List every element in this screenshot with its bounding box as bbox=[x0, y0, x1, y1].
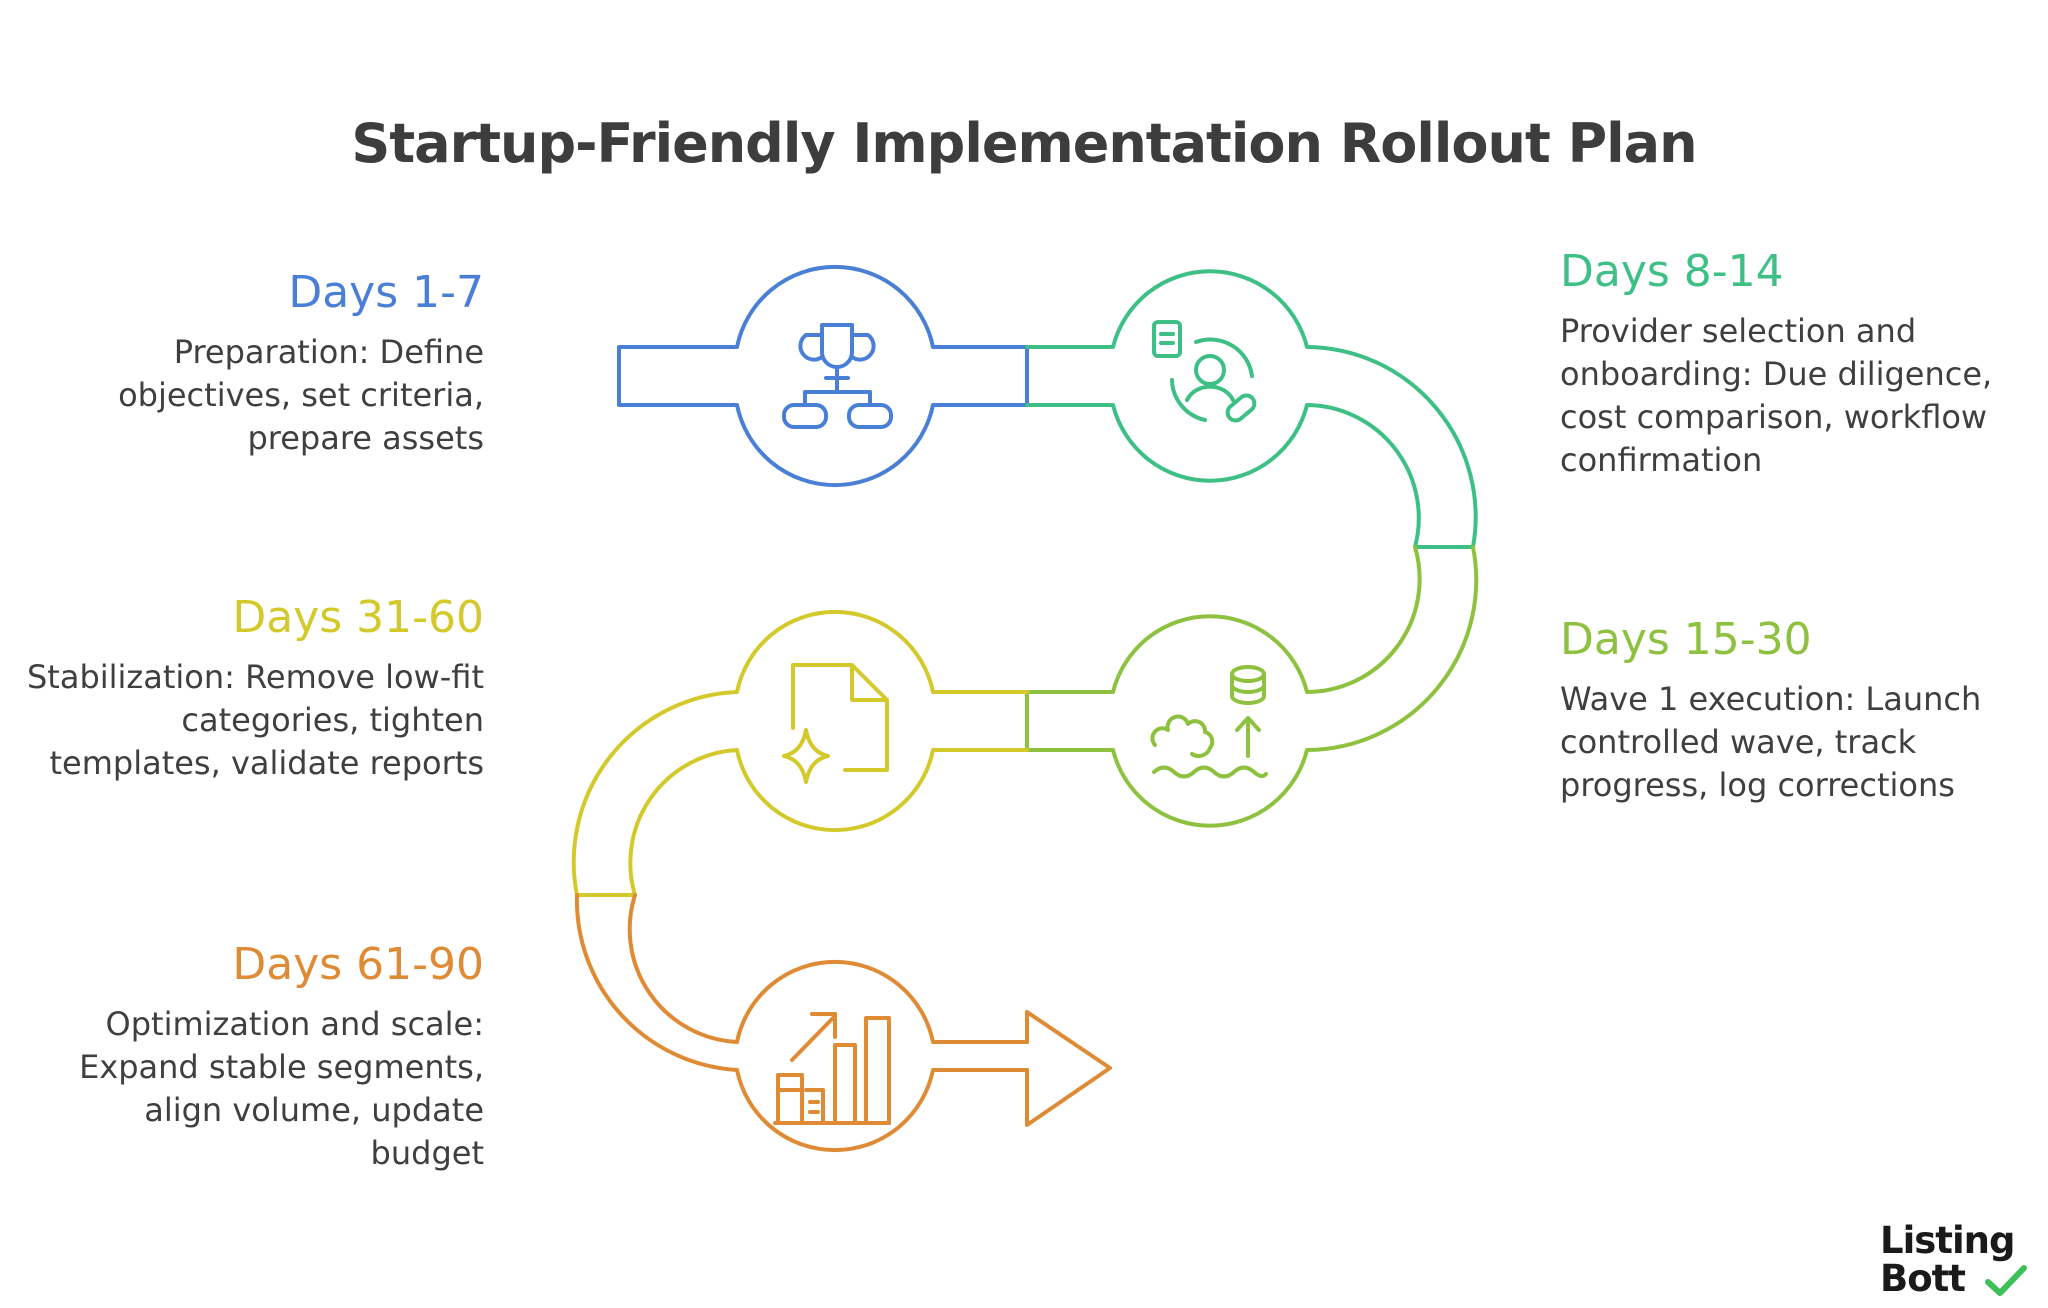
page-title: Startup-Friendly Implementation Rollout … bbox=[351, 112, 1697, 175]
step-description: Provider selection and onboarding: Due d… bbox=[1560, 312, 1993, 479]
user-document-icon bbox=[1152, 320, 1257, 423]
step-days-1-7: Days 1-7 Preparation: Define objectives,… bbox=[24, 265, 484, 460]
step-heading: Days 8-14 bbox=[1560, 246, 1784, 297]
growth-chart-icon bbox=[773, 1012, 891, 1125]
step-heading: Days 15-30 bbox=[1560, 614, 1812, 665]
step-heading: Days 1-7 bbox=[288, 267, 484, 318]
step-days-61-90: Days 61-90 Optimization and scale: Expan… bbox=[24, 937, 484, 1175]
step-days-31-60: Days 31-60 Stabilization: Remove low-fit… bbox=[24, 590, 484, 785]
logo-line-2: Bott bbox=[1880, 1257, 1966, 1300]
step-days-15-30: Days 15-30 Wave 1 execution: Launch cont… bbox=[1560, 612, 2030, 807]
wave-database-icon bbox=[1150, 665, 1268, 779]
path-segment-2 bbox=[1025, 269, 1478, 549]
document-sparkle-icon bbox=[782, 663, 889, 784]
step-heading: Days 61-90 bbox=[232, 939, 484, 990]
step-description: Optimization and scale: Expand stable se… bbox=[79, 1005, 484, 1172]
path-segment-3 bbox=[1025, 545, 1479, 828]
path-segment-4 bbox=[571, 609, 1029, 897]
step-description: Preparation: Define objectives, set crit… bbox=[118, 333, 484, 457]
step-days-8-14: Days 8-14 Provider selection and onboard… bbox=[1560, 244, 2030, 482]
step-heading: Days 31-60 bbox=[232, 592, 484, 643]
step-description: Stabilization: Remove low-fit categories… bbox=[26, 658, 484, 782]
trophy-org-chart-icon bbox=[782, 323, 893, 429]
path-segment-1 bbox=[617, 264, 1029, 488]
logo-line-1: Listing bbox=[1880, 1219, 2015, 1262]
checkmark-icon bbox=[1985, 1265, 2027, 1296]
listingbott-logo: Listing Bott bbox=[1880, 1222, 2030, 1302]
step-description: Wave 1 execution: Launch controlled wave… bbox=[1560, 680, 1982, 804]
path-segment-5 bbox=[574, 893, 1112, 1153]
